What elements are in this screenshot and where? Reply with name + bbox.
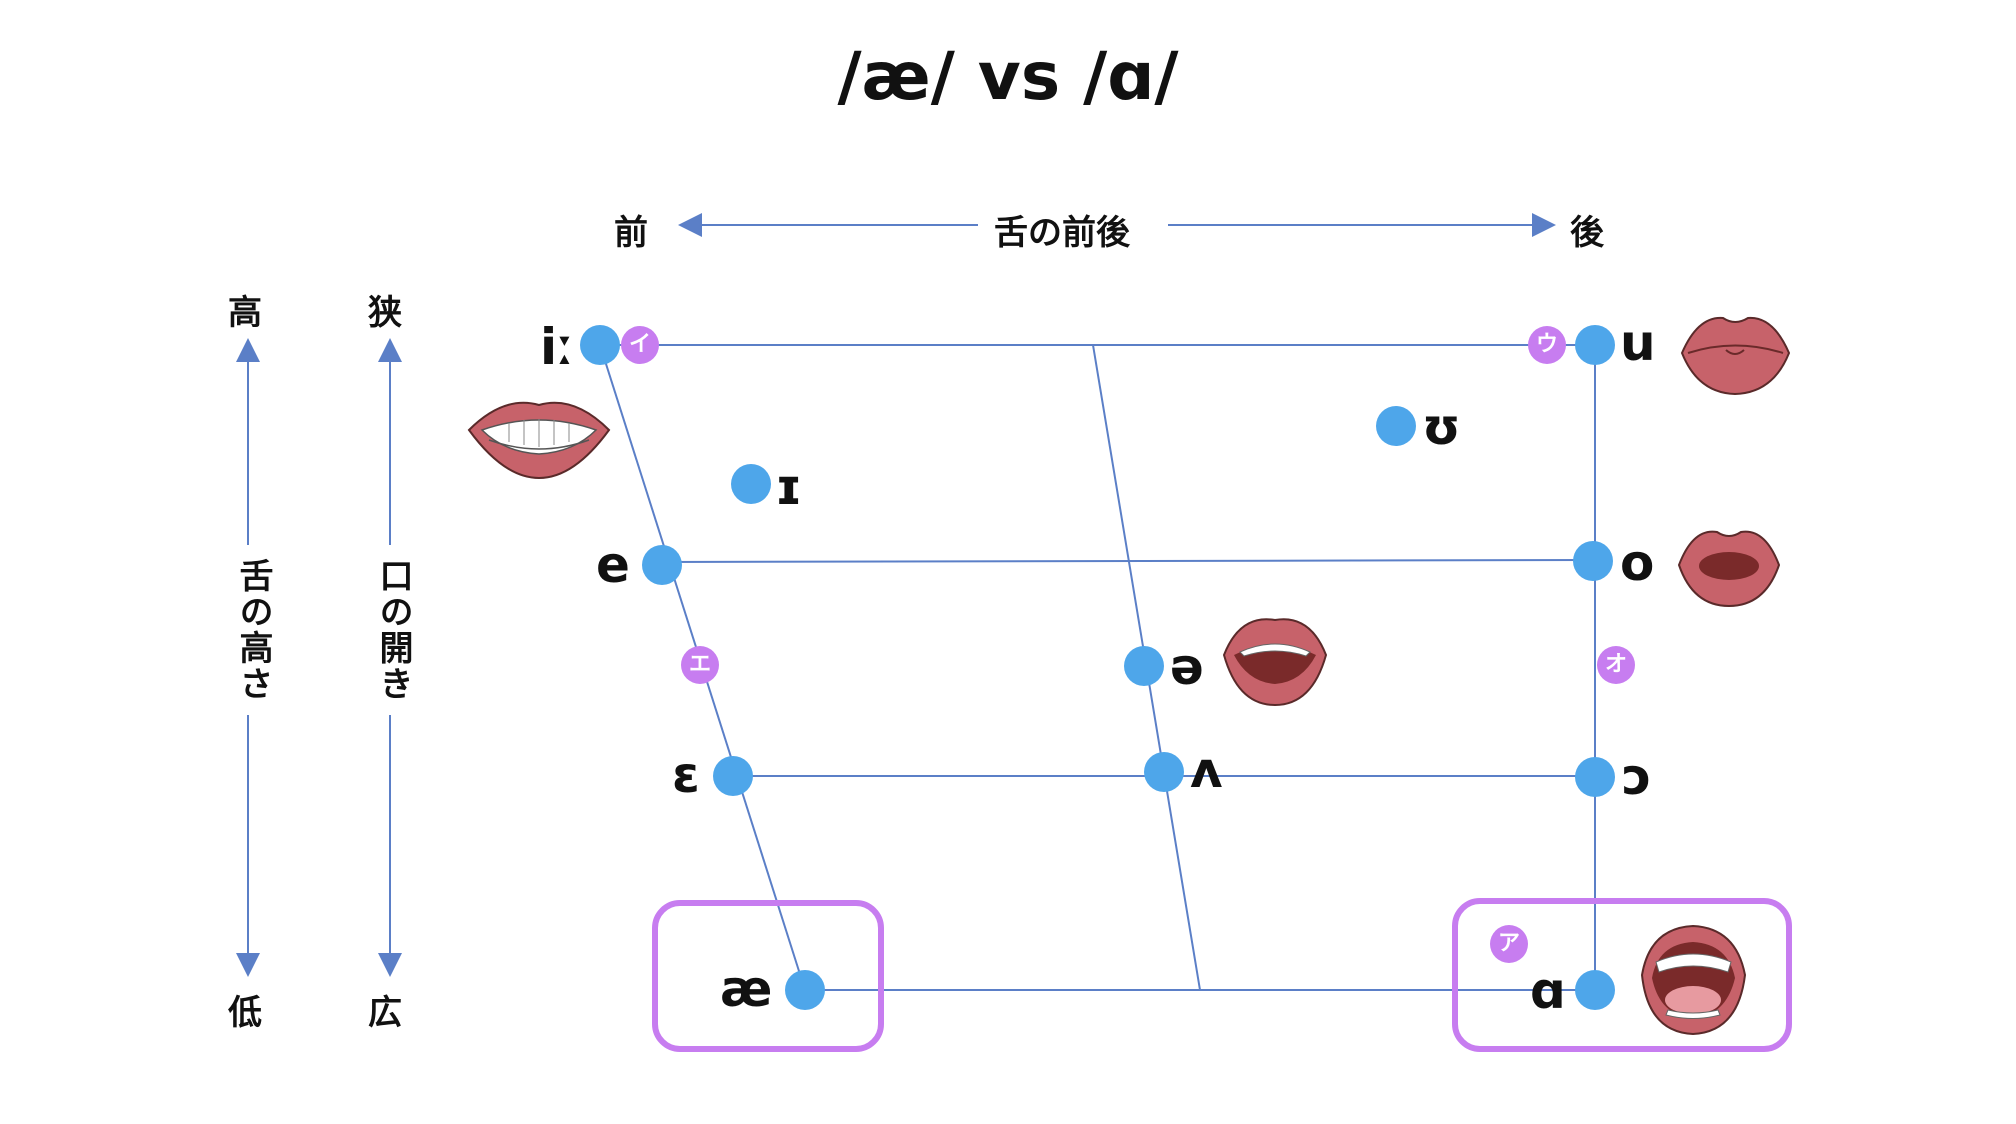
vowel-label-alpha: ɑ	[1530, 962, 1566, 1020]
mouth-round-open-icon	[1677, 530, 1781, 608]
vowel-dot-alpha	[1575, 970, 1615, 1010]
opening-label: 口の開き	[373, 558, 413, 702]
low-label: 低	[228, 993, 262, 1033]
vowel-label-i-long: iː	[540, 318, 574, 376]
wide-label: 広	[368, 993, 402, 1033]
vowel-label-wedge: ʌ	[1190, 741, 1223, 799]
vowel-label-e: e	[596, 536, 630, 594]
vowel-label-u: u	[1620, 314, 1656, 372]
vowel-label-ae: æ	[720, 960, 773, 1018]
kana-badge-u: ウ	[1528, 326, 1566, 364]
vowel-dot-o	[1573, 541, 1613, 581]
page-title: /æ/ vs /ɑ/	[837, 38, 1179, 115]
vowel-label-upsilon: ʊ	[1422, 398, 1461, 456]
vowel-dot-small-i	[731, 464, 771, 504]
vowel-dot-upsilon	[1376, 406, 1416, 446]
kana-badge-o: オ	[1597, 646, 1635, 684]
ae-highlight-box	[652, 900, 884, 1052]
vowel-dot-schwa	[1124, 646, 1164, 686]
mouth-wide-open-icon	[1640, 924, 1747, 1036]
mouth-smile-icon	[467, 401, 611, 480]
vowel-dot-i-long	[580, 325, 620, 365]
vowel-label-open-e: ɛ	[672, 746, 700, 804]
mouth-relaxed-open-icon	[1222, 618, 1328, 707]
kana-badge-i: イ	[621, 326, 659, 364]
vowel-label-open-o: ɔ	[1622, 748, 1652, 806]
vowel-dot-e	[642, 545, 682, 585]
vowel-dot-wedge	[1144, 752, 1184, 792]
vowel-dot-ae	[785, 970, 825, 1010]
vowel-label-small-i: ɪ	[775, 458, 803, 516]
front-label: 前	[614, 213, 648, 253]
vowel-dot-u	[1575, 325, 1615, 365]
alpha-highlight-box	[1452, 898, 1792, 1052]
vowel-label-o: o	[1620, 534, 1655, 592]
vowel-label-schwa: ə	[1170, 638, 1204, 696]
front-back-label: 舌の前後	[994, 213, 1130, 253]
kana-badge-a: ア	[1490, 925, 1528, 963]
height-label: 舌の高さ	[233, 558, 273, 702]
vowel-dot-open-e	[713, 756, 753, 796]
vowel-dot-open-o	[1575, 757, 1615, 797]
mouth-rounded-lips-icon	[1680, 316, 1791, 396]
narrow-label: 狭	[368, 293, 402, 333]
kana-badge-e: エ	[681, 646, 719, 684]
high-label: 高	[228, 293, 262, 333]
back-label: 後	[1570, 213, 1604, 253]
